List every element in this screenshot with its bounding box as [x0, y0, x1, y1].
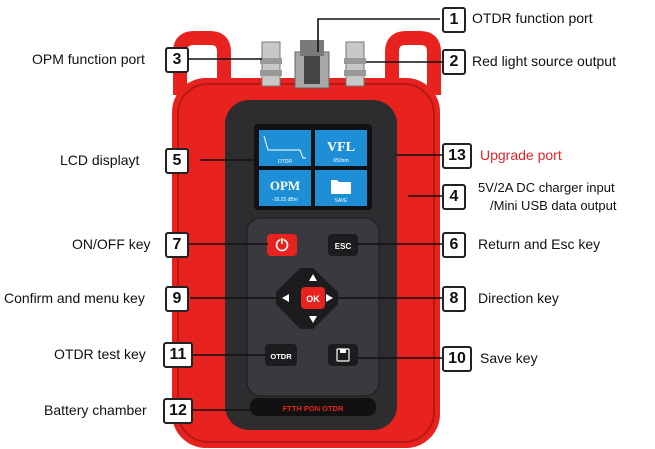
callout-label: Red light source output: [472, 53, 616, 69]
callout-label: OTDR test key: [54, 346, 146, 362]
callout-label: 5V/2A DC charger input: [478, 180, 615, 195]
callout-label: Direction key: [478, 290, 559, 306]
callout-number: 3: [165, 47, 189, 73]
callout-label: LCD displayt: [60, 152, 140, 168]
callout-number: 10: [442, 346, 472, 372]
callout-label: OPM function port: [32, 51, 145, 67]
battery-chamber: FTTH PON OTDR: [250, 398, 376, 416]
callout-number: 6: [442, 232, 466, 258]
arrow-right-icon[interactable]: [326, 294, 333, 302]
otdr-test-key[interactable]: OTDR: [265, 344, 297, 366]
screen-tile-save: SAVE: [335, 198, 349, 204]
vfl-port-connector: [344, 41, 366, 87]
callout-label: Return and Esc key: [478, 236, 601, 252]
screen-tile-opm-sub: -16.25 dBm: [272, 197, 298, 203]
callout-number: 8: [442, 286, 466, 312]
screen-tile-opm: OPM: [270, 178, 300, 193]
ok-key[interactable]: OK: [301, 287, 325, 309]
strap-loop-right: [385, 31, 441, 95]
brand-plate: FTTH PON OTDR: [283, 404, 344, 413]
callout-number: 13: [442, 143, 472, 169]
screen-tile-vfl-sub: 650nm: [333, 158, 348, 164]
callout-number: 2: [442, 49, 466, 75]
callout-label: OTDR function port: [472, 10, 593, 26]
callout-label: Upgrade port: [480, 147, 562, 163]
callout-number: 11: [163, 342, 193, 368]
callout-number: 7: [165, 232, 189, 258]
callout-number: 5: [165, 148, 189, 174]
folder-icon: [331, 180, 351, 194]
otdr-port-connector: [294, 40, 330, 89]
strap-loop-left: [173, 31, 231, 95]
callout-number: 12: [163, 398, 193, 424]
leader-lines: [186, 18, 444, 411]
callout-number: 9: [165, 286, 189, 312]
callout-label-2: /Mini USB data output: [490, 198, 617, 213]
arrow-left-icon[interactable]: [282, 294, 289, 302]
floppy-disk-icon: [336, 348, 350, 362]
ok-key-label: OK: [306, 294, 320, 304]
callout-number: 4: [442, 184, 466, 210]
save-key[interactable]: [328, 344, 358, 366]
opm-port-connector: [260, 41, 282, 87]
callout-number: 1: [442, 7, 466, 33]
callout-label: Battery chamber: [44, 402, 147, 418]
callout-label: Save key: [480, 350, 538, 366]
device: OTDR VFL 650nm OPM -16.25 dBm SAVE ESC: [172, 31, 441, 448]
arrow-down-icon[interactable]: [309, 316, 317, 323]
callout-label: ON/OFF key: [72, 236, 151, 252]
esc-key-label: ESC: [335, 242, 352, 251]
screen-tile-otdr: OTDR: [278, 159, 293, 165]
otdr-key-label: OTDR: [270, 352, 292, 361]
esc-key[interactable]: ESC: [328, 234, 358, 256]
arrow-up-icon[interactable]: [309, 274, 317, 281]
callout-label: Confirm and menu key: [4, 290, 145, 306]
screen-tile-vfl: VFL: [327, 140, 355, 155]
power-key[interactable]: [267, 234, 297, 256]
